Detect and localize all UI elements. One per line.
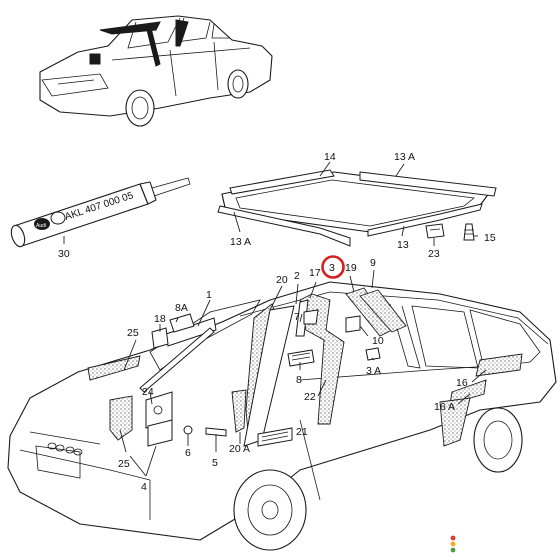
status-dots (450, 535, 456, 553)
clip-part-23 (425, 223, 445, 239)
callout-10: 10 (372, 335, 384, 347)
callout-6: 6 (185, 447, 191, 459)
highlight-circle (321, 255, 345, 279)
callout-1: 1 (206, 289, 212, 301)
status-dot-red (450, 535, 456, 541)
callout-23: 23 (428, 248, 440, 260)
callout-21: 21 (296, 426, 308, 438)
callout-20a: 20 A (229, 443, 250, 455)
screw-5 (205, 427, 227, 437)
tube-brand-text: Audi (36, 223, 46, 229)
callout-18: 18 (154, 313, 166, 325)
callout-3a: 3 A (366, 365, 381, 377)
leader-lines (63, 161, 487, 477)
seal-20a (231, 389, 247, 433)
callout-30: 30 (58, 248, 70, 260)
callout-16a: 16 A (434, 401, 455, 413)
callout-7: 7 (294, 311, 300, 323)
part-10 (345, 315, 361, 333)
bracket-4 (147, 419, 173, 447)
reference-car (39, 15, 273, 127)
callout-25-bottom: 25 (118, 458, 130, 470)
callout-5: 5 (212, 457, 218, 469)
clip-8a (169, 313, 195, 333)
callout-14: 14 (324, 151, 336, 163)
callout-labels: 14 13 A 13 A 13 23 15 30 20 2 17 3 19 9 … (58, 151, 496, 493)
bolt-part-15 (463, 223, 475, 241)
seal-16a (449, 379, 487, 405)
callout-22: 22 (304, 391, 316, 403)
pillar-seal-22 (299, 293, 345, 425)
sealant-tube: Audi AKL 407 000 05 (10, 177, 191, 248)
callout-4: 4 (141, 481, 147, 493)
seal-16 (475, 353, 523, 377)
callout-8: 8 (296, 374, 302, 386)
screw-3a (365, 347, 381, 361)
callout-17: 17 (309, 267, 321, 279)
callout-16: 16 (456, 377, 468, 389)
washer-6 (183, 425, 193, 435)
callout-2: 2 (294, 270, 300, 282)
part-8 (287, 349, 315, 367)
seal-16a-lower (439, 397, 471, 447)
callout-15: 15 (484, 232, 496, 244)
callout-19: 19 (345, 262, 357, 274)
status-dot-green (450, 547, 456, 553)
callout-25-top: 25 (127, 327, 139, 339)
callout-13a-top: 13 A (394, 151, 415, 163)
clip-7 (295, 299, 309, 337)
seal-25 (109, 395, 133, 441)
callout-9: 9 (370, 257, 376, 269)
callout-3: 3 (329, 262, 335, 274)
trim-parts (139, 299, 381, 447)
callout-13: 13 (397, 239, 409, 251)
callout-13a-left: 13 A (230, 236, 251, 248)
seal-9 (359, 289, 407, 333)
status-dot-yellow (450, 541, 456, 547)
callout-20: 20 (276, 274, 288, 286)
callout-24: 24 (142, 386, 154, 398)
clip-18 (151, 327, 169, 349)
callout-8a: 8A (175, 302, 188, 314)
roof-frame (217, 169, 497, 247)
